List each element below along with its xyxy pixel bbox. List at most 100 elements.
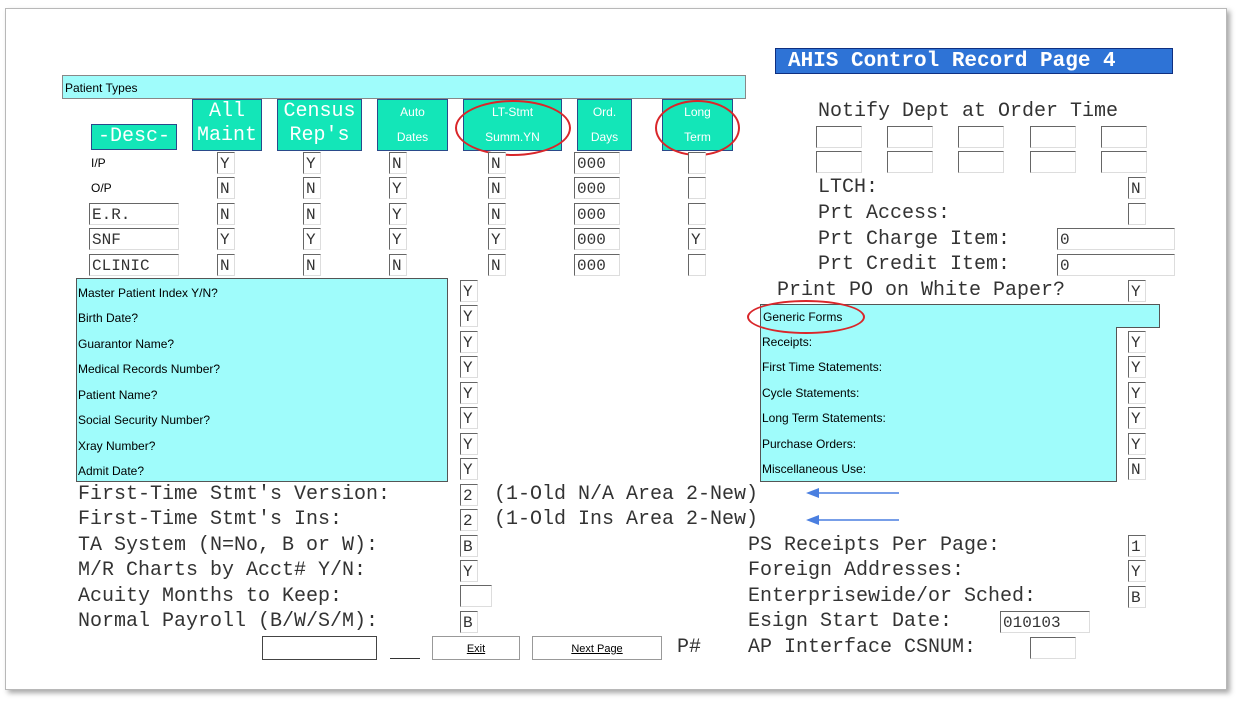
lt-stmt-field[interactable]: N [488,203,506,225]
long-term-field[interactable] [688,152,706,174]
mpi-item-field[interactable]: Y [460,407,478,429]
ap-interface-csnum-field[interactable] [1030,637,1076,659]
first-time-stmt-version-note: (1-Old N/A Area 2-New) [494,483,759,506]
column-header-census-line2: Rep's [289,124,350,147]
lt-stmt-field[interactable]: N [488,254,506,276]
first-time-stmt-ins-field[interactable]: 2 [460,509,478,531]
mpi-item-field[interactable]: Y [460,331,478,353]
notify-dept-field[interactable] [887,126,933,148]
patient-type-desc-field[interactable]: CLINIC [89,254,179,276]
mpi-item-field[interactable]: Y [460,433,478,455]
ta-system-field[interactable]: B [460,535,478,557]
notify-dept-field[interactable] [1030,151,1076,173]
patient-type-desc-field[interactable]: E.R. [89,203,179,225]
notify-dept-field[interactable] [816,151,862,173]
census-field[interactable]: Y [303,152,321,174]
ord-days-field[interactable]: 000 [574,203,620,225]
notify-dept-field[interactable] [816,126,862,148]
ps-receipts-field[interactable]: 1 [1128,535,1146,557]
first-time-stmt-ins-note: (1-Old Ins Area 2-New) [494,508,759,531]
long-term-field[interactable] [688,254,706,276]
acuity-months-field[interactable] [460,585,492,607]
next-page-button[interactable]: Next Page [532,636,662,660]
enterprisewide-field[interactable]: B [1128,586,1146,608]
patient-type-desc-field[interactable]: SNF [89,228,179,250]
notify-dept-field[interactable] [1030,126,1076,148]
generic-form-field[interactable]: Y [1128,382,1146,404]
column-header-auto-line2: Dates [396,130,429,144]
esign-start-date-field[interactable]: 010103 [1000,611,1090,633]
mpi-item-field[interactable]: Y [460,382,478,404]
ord-days-field[interactable]: 000 [574,177,620,199]
column-header-ord-line1: Ord. [592,105,617,119]
column-header-desc: -Desc- [91,124,177,150]
mpi-item-field[interactable]: Y [460,305,478,327]
print-po-white-paper-field[interactable]: Y [1128,280,1146,302]
prt-charge-item-field[interactable]: 0 [1057,228,1175,250]
all-maint-field[interactable]: N [217,177,235,199]
notify-dept-field[interactable] [1101,126,1147,148]
annotation-arrow-icon [806,488,899,498]
notify-dept-field[interactable] [887,151,933,173]
column-header-auto-dates: Auto Dates [377,99,448,151]
acuity-months-label: Acuity Months to Keep: [78,585,343,608]
generic-form-field[interactable]: Y [1128,407,1146,429]
generic-form-label: Long Term Statements: [762,411,886,425]
normal-payroll-field[interactable]: B [460,611,478,633]
foreign-addresses-field[interactable]: Y [1128,560,1146,582]
census-field[interactable]: N [303,254,321,276]
generic-form-field[interactable]: Y [1128,356,1146,378]
column-header-census-line1: Census [283,100,356,123]
ord-days-field[interactable]: 000 [574,152,620,174]
notify-dept-field[interactable] [958,126,1004,148]
all-maint-field[interactable]: N [217,203,235,225]
mpi-item-label: Master Patient Index Y/N? [78,286,218,300]
auto-dates-field[interactable]: N [389,152,407,174]
generic-form-field[interactable]: N [1128,458,1146,480]
prt-access-field[interactable] [1128,203,1146,225]
mpi-item-field[interactable]: Y [460,458,478,480]
notify-dept-field[interactable] [1101,151,1147,173]
lt-stmt-field[interactable]: N [488,177,506,199]
long-term-field[interactable] [688,177,706,199]
generic-form-label: Receipts: [762,335,813,349]
enter-input-underline[interactable] [390,658,420,659]
notify-dept-field[interactable] [958,151,1004,173]
auto-dates-field[interactable]: Y [389,228,407,250]
long-term-field[interactable]: Y [688,228,706,250]
census-field[interactable]: N [303,203,321,225]
generic-form-field[interactable]: Y [1128,331,1146,353]
auto-dates-field[interactable]: Y [389,203,407,225]
mpi-item-field[interactable]: Y [460,280,478,302]
lt-stmt-field[interactable]: N [488,152,506,174]
ltch-field[interactable]: N [1128,177,1146,199]
long-term-field[interactable] [688,203,706,225]
normal-payroll-label: Normal Payroll (B/W/S/M): [78,610,379,633]
auto-dates-field[interactable]: N [389,254,407,276]
generic-form-field[interactable]: Y [1128,433,1146,455]
mpi-item-label: Xray Number? [78,439,156,453]
auto-dates-field[interactable]: Y [389,177,407,199]
census-field[interactable]: Y [303,228,321,250]
mpi-item-field[interactable]: Y [460,356,478,378]
prt-credit-item-field[interactable]: 0 [1057,254,1175,276]
ord-days-field[interactable]: 000 [574,228,620,250]
lt-stmt-field[interactable]: Y [488,228,506,250]
patient-type-desc: O/P [91,181,112,195]
census-field[interactable]: N [303,177,321,199]
all-maint-field[interactable]: Y [217,152,235,174]
generic-form-label: Cycle Statements: [762,386,860,400]
enter-button[interactable]: Enter: [262,636,377,660]
mr-charts-field[interactable]: Y [460,560,478,582]
exit-button[interactable]: Exit [432,636,520,660]
all-maint-field[interactable]: N [217,254,235,276]
column-header-ord-line2: Days [590,130,619,144]
annotation-circle-generic-forms [747,300,865,334]
ap-interface-csnum-label: AP Interface CSNUM: [748,636,977,659]
first-time-stmt-version-field[interactable]: 2 [460,484,478,506]
all-maint-field[interactable]: Y [217,228,235,250]
column-header-all-maint-line1: All [208,100,245,123]
mpi-panel: Master Patient Index Y/N? Birth Date? Gu… [76,278,448,482]
first-time-stmt-ins-label: First-Time Stmt's Ins: [78,508,343,531]
ord-days-field[interactable]: 000 [574,254,620,276]
